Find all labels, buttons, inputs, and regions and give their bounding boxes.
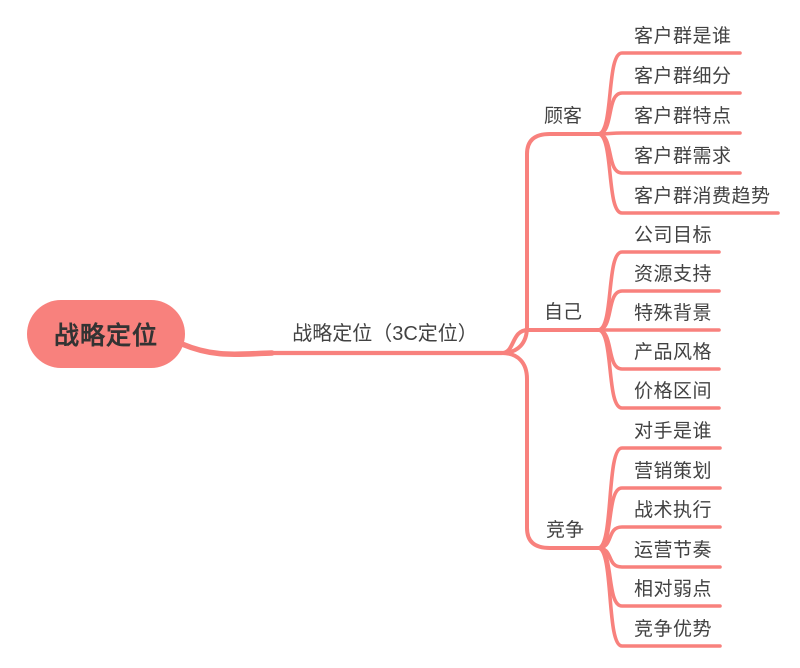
leaf-node-customer-2[interactable]: 客户群细分 [634,66,732,87]
branch-node-customer[interactable]: 顾客 [543,106,582,127]
leaf-node-competition-4[interactable]: 运营节奏 [634,540,713,561]
leaf-node-customer-1[interactable]: 客户群是谁 [634,26,732,47]
leaf-node-self-3[interactable]: 特殊背景 [634,303,713,324]
leaf-node-self-5[interactable]: 价格区间 [634,381,713,402]
leaf-node-self-1[interactable]: 公司目标 [634,225,713,246]
connector-customer-leaf-5 [596,132,780,215]
main-topic-node[interactable]: 战略定位（3C定位） [292,323,478,345]
leaf-node-customer-5[interactable]: 客户群消费趋势 [634,186,771,207]
connector-main-to-competition [500,351,601,550]
leaf-node-competition-3[interactable]: 战术执行 [634,500,713,521]
connector-self-leaf-5 [596,328,721,410]
leaf-node-competition-6[interactable]: 竞争优势 [634,619,713,640]
branch-node-self[interactable]: 自己 [543,302,582,323]
branch-node-competition[interactable]: 竞争 [545,520,584,541]
connector-customer-leaf-3 [596,131,742,136]
leaf-node-competition-1[interactable]: 对手是谁 [634,421,713,442]
leaf-node-customer-4[interactable]: 客户群需求 [634,146,732,167]
leaf-node-competition-2[interactable]: 营销策划 [634,461,713,482]
leaf-node-competition-5[interactable]: 相对弱点 [634,579,713,600]
root-node[interactable]: 战略定位 [27,300,185,368]
leaf-node-customer-3[interactable]: 客户群特点 [634,106,732,127]
connector-competition-leaf-6 [596,546,722,648]
connector-root-tail [179,341,275,358]
leaf-node-self-2[interactable]: 资源支持 [634,264,713,285]
connector-main-to-customer [500,132,601,355]
leaf-node-self-4[interactable]: 产品风格 [634,342,713,363]
